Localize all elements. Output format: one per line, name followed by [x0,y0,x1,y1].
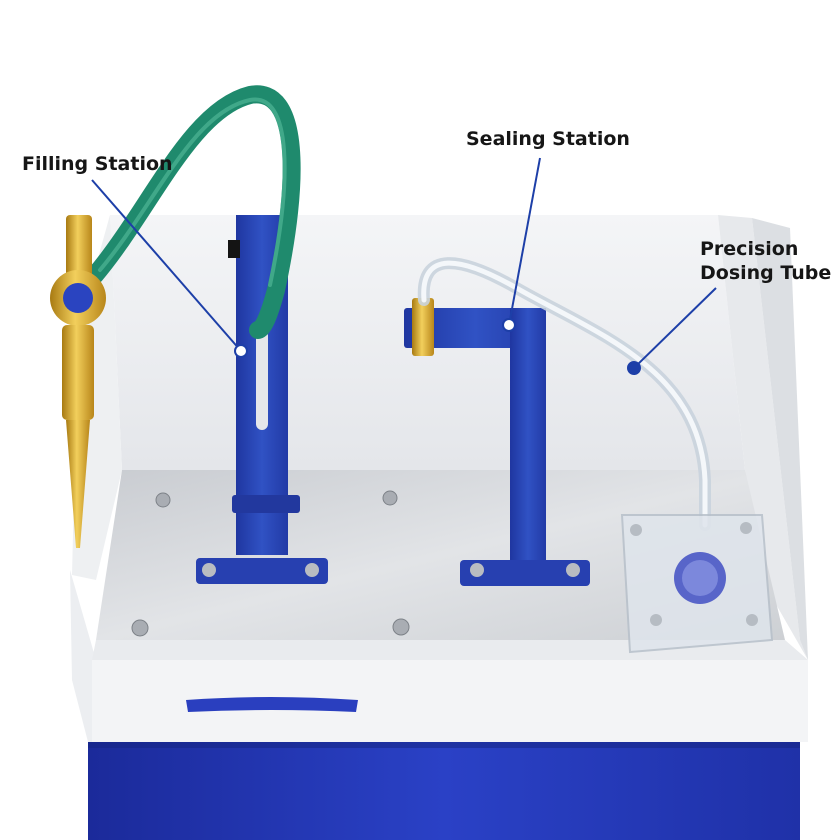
acrylic-dosing-block [620,514,774,654]
green-hose-highlight [98,97,287,287]
filling-leader-line [91,179,242,352]
filling-station-label: Filling Station [22,153,173,175]
dosing-leader-line [633,287,717,369]
sealing-station-label: Sealing Station [466,128,630,150]
filling-leader-dot [234,344,248,358]
cabinet-base [88,742,800,840]
precision-dosing-tube-label-line2: Dosing Tube [700,262,832,284]
brass-nozzle [50,215,106,548]
dosing-leader-dot [627,361,641,375]
cabinet-base-edge [88,742,800,748]
dosing-tube-core [421,260,708,528]
right-wall-outer [752,218,808,660]
plate-screws [131,490,410,637]
callout-leaders [91,157,717,375]
sealing-leader-dot [502,318,516,332]
right-side-wall [718,215,808,660]
precision-dosing-tube-label: Precision Dosing Tube [700,237,831,285]
drawer-handle[interactable] [186,697,358,712]
sealing-leader-line [508,157,541,326]
precision-dosing-tube-label-line1: Precision [700,238,799,260]
